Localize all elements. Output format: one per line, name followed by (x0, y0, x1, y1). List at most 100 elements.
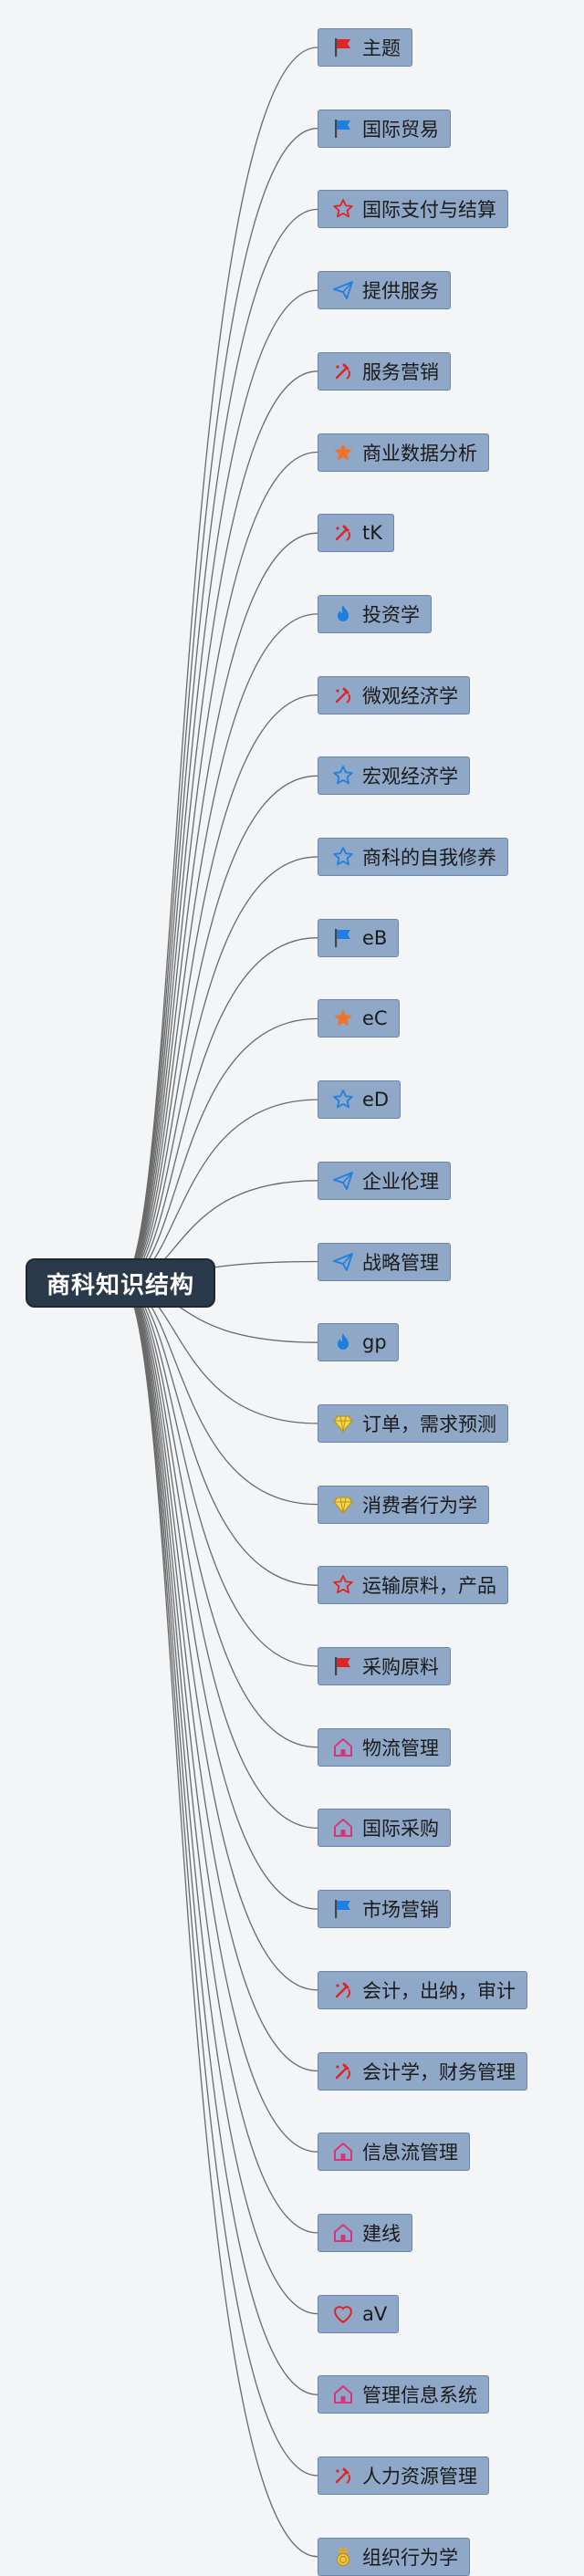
subtopic-label: 服务营销 (362, 360, 439, 383)
connector-line (120, 775, 318, 1284)
subtopic-label: 建线 (362, 2222, 401, 2245)
pink-house-icon (331, 2140, 355, 2164)
connector-line (120, 370, 318, 1284)
subtopic-node[interactable]: tK (318, 514, 395, 553)
subtopic-node[interactable]: 消费者行为学 (318, 1485, 489, 1524)
red-star-outline-icon (331, 1573, 355, 1597)
subtopic-label: eD (362, 1089, 390, 1111)
subtopic-label: 运输原料，产品 (362, 1575, 496, 1598)
connector-line (120, 1282, 318, 2315)
connector-line (120, 1282, 318, 1830)
subtopic-label: tK (362, 522, 383, 545)
subtopic-label: 订单，需求预测 (362, 1413, 496, 1435)
connector-line (120, 613, 318, 1284)
gold-medal-icon (331, 2545, 355, 2569)
red-heart-icon (331, 2302, 355, 2326)
subtopic-label: 管理信息系统 (362, 2384, 477, 2407)
root-topic[interactable]: 商科知识结构 (26, 1258, 215, 1308)
subtopic-label: eB (362, 926, 388, 949)
subtopic-label: 投资学 (362, 603, 420, 626)
blue-flag-icon (331, 117, 355, 141)
blue-star-outline-icon (331, 1088, 355, 1111)
connector-line (120, 1282, 318, 1748)
subtopic-label: 人力资源管理 (362, 2466, 477, 2487)
subtopic-label: 提供服务 (362, 280, 439, 303)
subtopic-node[interactable]: 物流管理 (318, 1727, 451, 1767)
subtopic-label: 战略管理 (362, 1251, 439, 1274)
subtopic-label: 国际贸易 (362, 118, 439, 141)
subtopic-node[interactable]: 会计，出纳，审计 (318, 1970, 527, 2009)
subtopic-node[interactable]: 服务营销 (318, 351, 451, 391)
subtopic-node[interactable]: 主题 (318, 28, 412, 67)
subtopic-node[interactable]: 微观经济学 (318, 675, 470, 714)
hammer-sickle-icon (331, 521, 355, 545)
subtopic-node[interactable]: 运输原料，产品 (318, 1566, 508, 1605)
connector-line (120, 47, 318, 1284)
subtopic-node[interactable]: 提供服务 (318, 271, 451, 310)
subtopic-node[interactable]: 国际采购 (318, 1809, 451, 1848)
orange-star-icon (331, 1006, 355, 1030)
subtopic-node[interactable]: 会计学，财务管理 (318, 2051, 527, 2091)
subtopic-node[interactable]: eC (318, 999, 400, 1038)
subtopic-node[interactable]: aV (318, 2294, 400, 2333)
subtopic-label: 主题 (362, 37, 401, 59)
subtopic-label: 微观经济学 (362, 684, 458, 707)
subtopic-label: 国际支付与结算 (362, 199, 496, 222)
connector-line (120, 532, 318, 1284)
subtopic-node[interactable]: 采购原料 (318, 1647, 451, 1685)
connector-line (120, 1282, 318, 2153)
blue-star-outline-icon (331, 845, 355, 869)
subtopic-label: 商业数据分析 (362, 442, 477, 464)
pink-house-icon (331, 1816, 355, 1840)
subtopic-node[interactable]: gp (318, 1323, 399, 1362)
subtopic-node[interactable]: eB (318, 918, 400, 957)
blue-flame-icon (331, 1330, 355, 1354)
subtopic-node[interactable]: 市场营销 (318, 1890, 451, 1929)
subtopic-node[interactable]: 商业数据分析 (318, 433, 489, 472)
connector-line (120, 1282, 318, 2395)
subtopic-node[interactable]: 宏观经济学 (318, 756, 470, 796)
subtopic-node[interactable]: 人力资源管理 (318, 2456, 489, 2495)
connector-line (120, 1282, 318, 2072)
subtopic-node[interactable]: 组织行为学 (318, 2537, 470, 2576)
red-star-outline-icon (331, 197, 355, 221)
subtopic-node[interactable]: 管理信息系统 (318, 2375, 489, 2414)
subtopic-node[interactable]: 国际贸易 (318, 109, 451, 148)
orange-star-icon (331, 441, 355, 464)
connector-line (120, 289, 318, 1284)
subtopic-node[interactable]: 投资学 (318, 594, 432, 633)
subtopic-label: aV (362, 2302, 388, 2325)
subtopic-label: 国际采购 (362, 1818, 439, 1841)
pink-house-icon (331, 1736, 355, 1759)
connector-line (120, 694, 318, 1284)
connector-line (120, 1282, 318, 1910)
subtopic-label: 消费者行为学 (362, 1494, 477, 1517)
subtopic-node[interactable]: 商科的自我修养 (318, 838, 508, 876)
connector-line (120, 1282, 318, 2477)
subtopic-label: gp (362, 1331, 387, 1354)
subtopic-label: eC (362, 1007, 388, 1030)
subtopic-node[interactable]: 战略管理 (318, 1242, 451, 1281)
connector-line (120, 1282, 318, 1991)
subtopic-label: 物流管理 (362, 1736, 439, 1759)
hammer-sickle-icon (331, 2060, 355, 2083)
subtopic-label: 宏观经济学 (362, 766, 458, 788)
subtopic-node[interactable]: 信息流管理 (318, 2133, 470, 2172)
pink-house-icon (331, 2383, 355, 2406)
subtopic-node[interactable]: 企业伦理 (318, 1161, 451, 1200)
hammer-sickle-icon (331, 2464, 355, 2487)
subtopic-node[interactable]: 订单，需求预测 (318, 1403, 508, 1443)
subtopic-node[interactable]: eD (318, 1080, 402, 1120)
subtopic-label: 会计学，财务管理 (362, 2060, 516, 2083)
subtopic-node[interactable]: 建线 (318, 2213, 412, 2252)
connector-line (120, 1282, 318, 2234)
subtopic-label: 市场营销 (362, 1899, 439, 1922)
subtopic-label: 组织行为学 (362, 2546, 458, 2569)
paper-plane-icon (331, 278, 355, 302)
paper-plane-icon (331, 1169, 355, 1193)
blue-flag-icon (331, 926, 355, 950)
subtopic-label: 采购原料 (362, 1656, 439, 1678)
subtopic-label: 信息流管理 (362, 2142, 458, 2164)
subtopic-node[interactable]: 国际支付与结算 (318, 190, 508, 229)
